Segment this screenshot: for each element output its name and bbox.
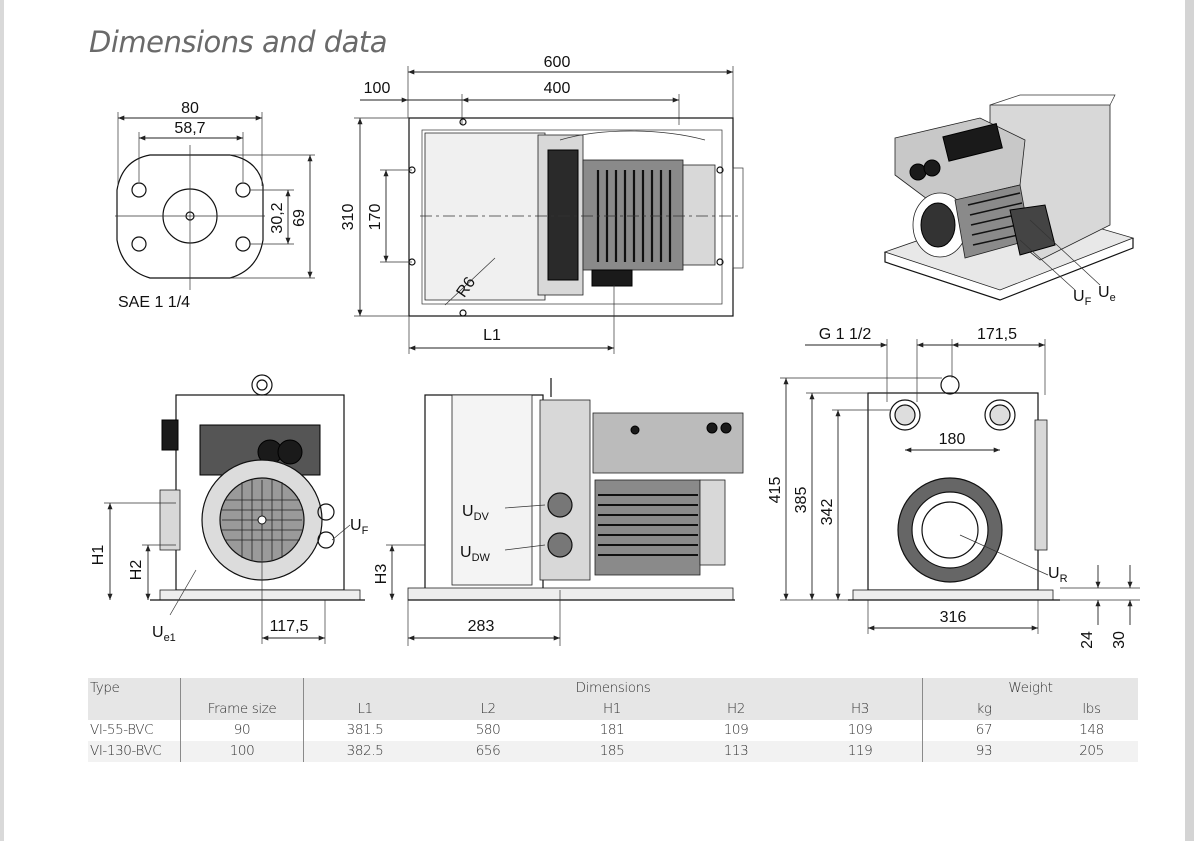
header-weight: Weight <box>922 678 1138 699</box>
table-cell: 90 <box>180 720 304 741</box>
top-depth-dim: 310 <box>340 204 357 231</box>
subheader-cell: H1 <box>550 699 674 720</box>
table-cell: VI-130-BVC <box>88 741 181 762</box>
table-cell: 109 <box>847 722 873 738</box>
side-udw-label: UDW <box>460 544 491 564</box>
table-cell: 181 <box>599 722 625 738</box>
table-row: VI-130-BVC 100 382.5 656 185 113 119 93 … <box>88 741 1138 762</box>
front-offset-dim: 117,5 <box>270 618 309 635</box>
end-port-label: G 1 1/2 <box>819 326 872 343</box>
front-uf-label: UF <box>350 517 369 537</box>
end-h385-dim: 385 <box>793 487 810 514</box>
end-h342-dim: 342 <box>819 499 836 526</box>
end-port-spacing-dim: 180 <box>939 431 966 448</box>
side-length-dim: 283 <box>468 618 495 635</box>
end-offset-dim: 171,5 <box>977 326 1017 343</box>
front-ue1-label: Ue1 <box>152 624 176 644</box>
end-view-drawing: UR G 1 1/2 171,5 180 415 385 342 316 370… <box>767 326 1140 664</box>
header-dimensions: Dimensions <box>303 678 923 699</box>
table-cell: 109 <box>723 722 749 738</box>
end-h415-dim: 415 <box>767 477 784 504</box>
table-cell: 67 <box>922 720 1045 741</box>
flange-width-dim: 80 <box>181 100 199 117</box>
table-subheader-row: Frame size L1 L2 H1 H2 H3 kg lbs <box>88 699 1138 720</box>
table-cell: 148 <box>1079 722 1104 738</box>
flange-drawing: 80 58,7 30,2 69 SAE 1 1/4 <box>115 100 315 311</box>
table-cell: 113 <box>674 741 798 762</box>
header-type: Type <box>88 678 181 699</box>
table-cell: 100 <box>180 741 304 762</box>
top-view-drawing: 600 100 400 <box>340 54 744 354</box>
subheader-cell: Frame size <box>180 699 304 720</box>
left-edge-bar <box>0 0 4 841</box>
side-h3-dim: H3 <box>373 564 390 585</box>
front-h2-dim: H2 <box>128 560 145 581</box>
front-view-drawing: Ue1 UF H1 H2 117,5 <box>90 374 369 644</box>
subheader-cell: lbs <box>1045 699 1138 720</box>
table-cell: 656 <box>426 741 550 762</box>
iso-ue-label: Ue <box>1098 284 1116 304</box>
subheader-cell: H3 <box>798 699 923 720</box>
end-width-dim: 316 <box>940 609 967 626</box>
top-offset-dim: 100 <box>364 80 391 97</box>
table-header-row: Type Dimensions Weight <box>88 678 1138 699</box>
end-ur-label: UR <box>1048 565 1068 585</box>
page-title: Dimensions and data <box>89 25 388 59</box>
table-cell: 185 <box>550 741 674 762</box>
flange-inner-height-dim: 30,2 <box>269 202 286 233</box>
subheader-cell: H2 <box>674 699 798 720</box>
top-l1-dim: L1 <box>483 327 501 344</box>
table-cell: 382.5 <box>303 741 426 762</box>
iso-uf-label: UF <box>1073 288 1092 308</box>
table-cell: 119 <box>798 741 923 762</box>
subheader-cell: L1 <box>303 699 426 720</box>
end-dim-24: 24 <box>1079 631 1096 649</box>
side-udv-label: UDV <box>462 503 490 523</box>
table-cell: 580 <box>475 722 501 738</box>
subheader-cell: kg <box>922 699 1045 720</box>
flange-height-dim: 69 <box>291 209 308 227</box>
side-view-drawing: UDV UDW H3 283 <box>373 378 744 646</box>
subheader-cell: L2 <box>426 699 550 720</box>
top-overall-dim: 600 <box>544 54 571 71</box>
front-h1-dim: H1 <box>90 545 107 566</box>
specs-table: Type Dimensions Weight Frame size L1 L2 … <box>88 678 1138 762</box>
flange-bolt-spacing-dim: 58,7 <box>174 120 205 137</box>
table-cell: 381.5 <box>303 720 426 741</box>
isometric-view-drawing: UF Ue <box>883 94 1135 308</box>
table-cell: VI-55-BVC <box>90 722 154 738</box>
table-cell: 205 <box>1045 741 1138 762</box>
table-row: VI-55-BVC 90 381.5 580 181 109 109 67 14… <box>88 720 1138 741</box>
end-dim-30: 30 <box>1111 631 1128 649</box>
top-span-dim: 400 <box>544 80 571 97</box>
right-scrollbar[interactable] <box>1185 0 1194 841</box>
flange-label: SAE 1 1/4 <box>118 294 190 311</box>
top-inner-dim: 170 <box>367 204 384 231</box>
table-cell: 93 <box>922 741 1045 762</box>
